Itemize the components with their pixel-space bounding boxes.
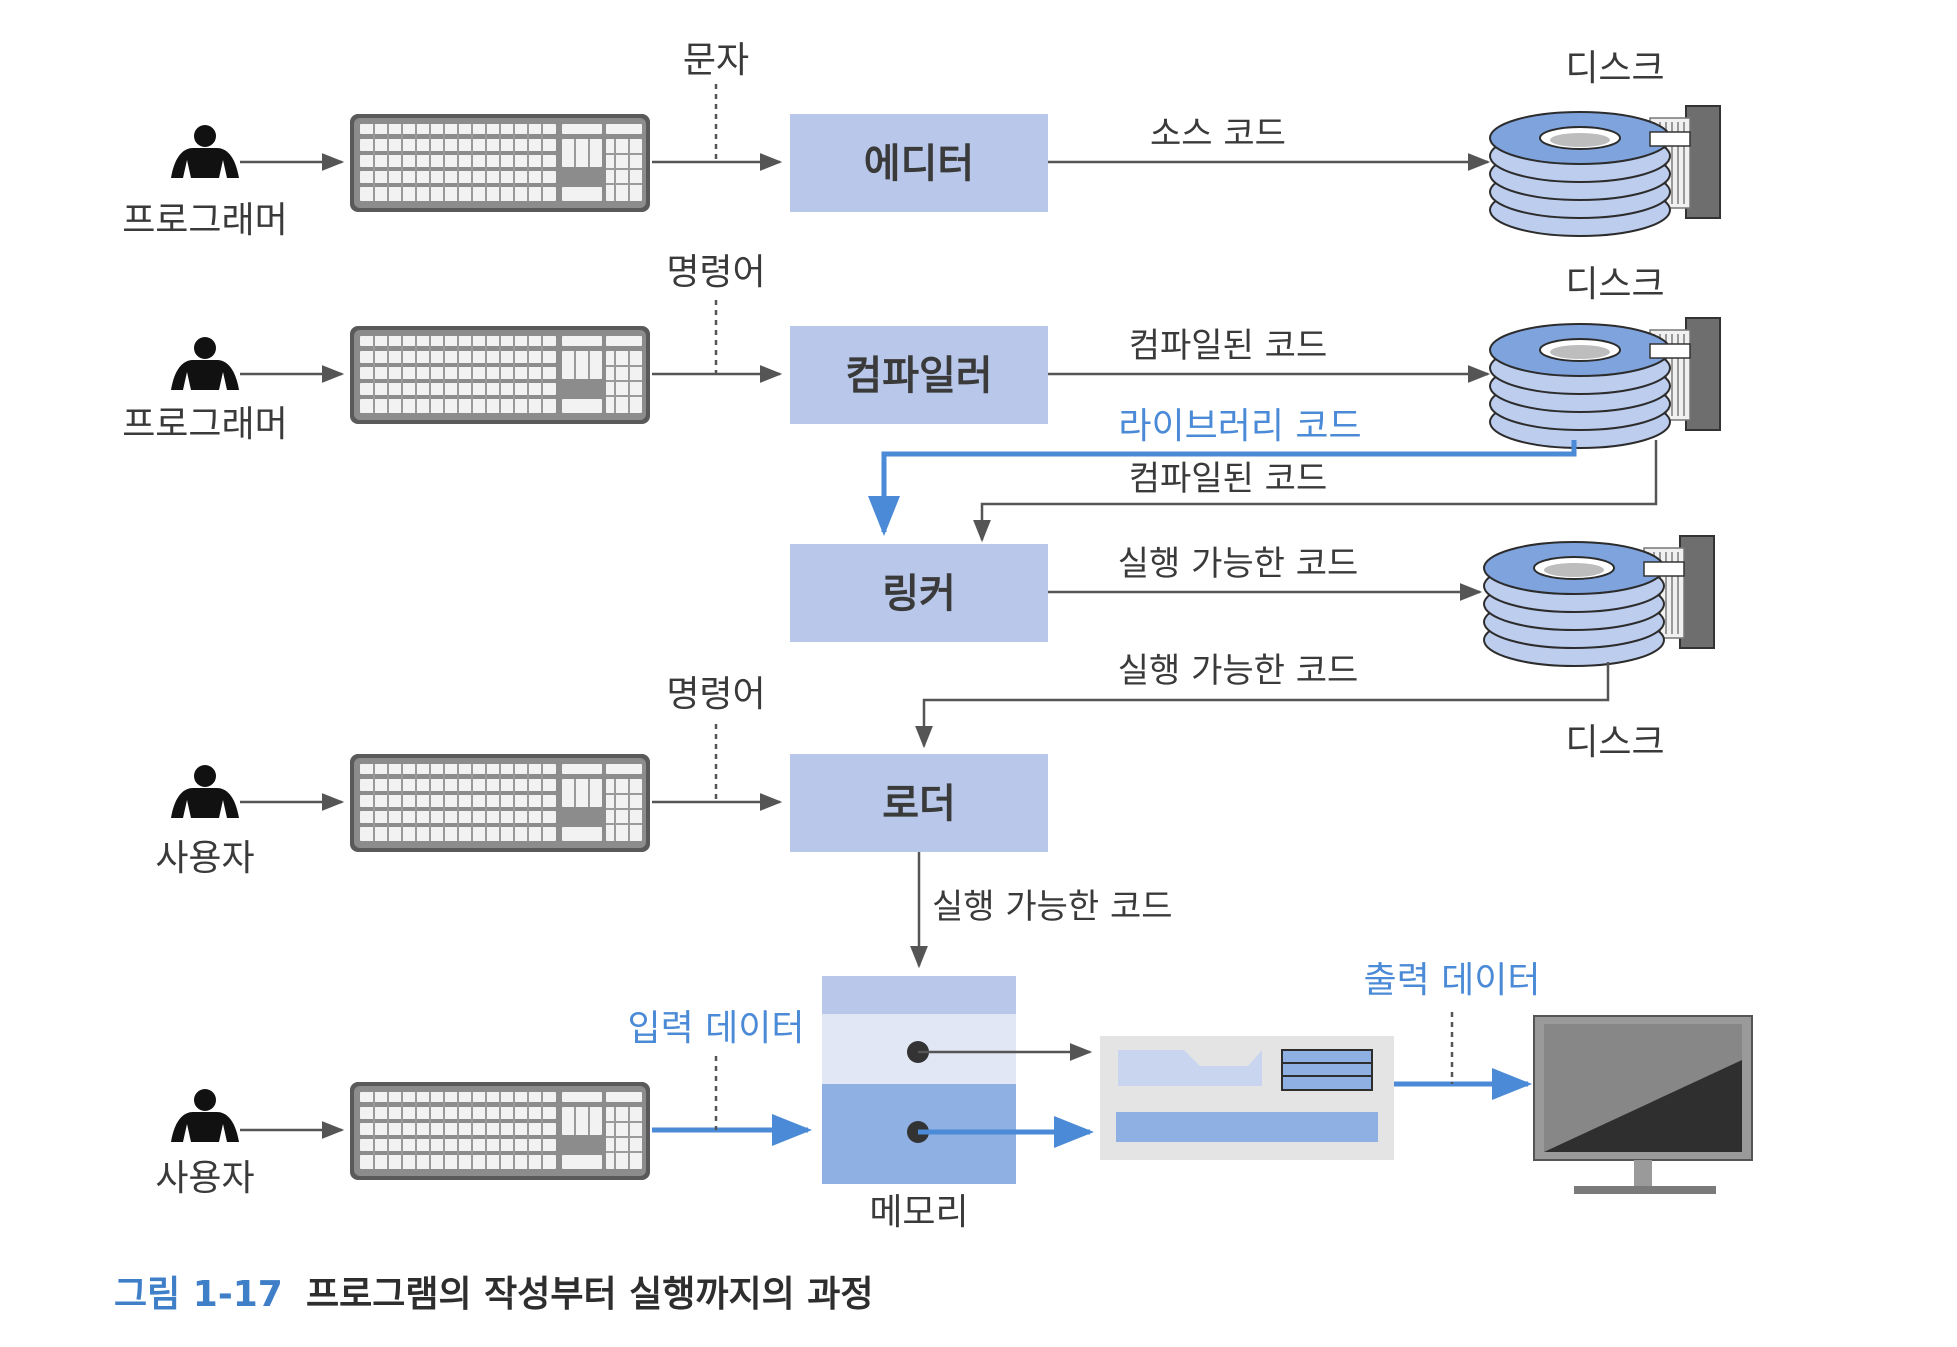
flow-label: 라이브러리 코드: [1118, 406, 1361, 447]
annotation-label: 명령어: [666, 674, 765, 715]
annotation-label: 출력 데이터: [1363, 960, 1540, 1001]
linker-label: 링커: [882, 571, 956, 617]
memory-label: 메모리: [869, 1192, 968, 1233]
flow-label: 컴파일된 코드: [1129, 459, 1328, 499]
keyboard-icon: [349, 113, 651, 213]
programmer-icon: [171, 337, 239, 390]
linker-box: [790, 544, 1048, 642]
actor-label: 프로그래머: [122, 200, 288, 241]
editor-box: [790, 114, 1048, 212]
keyboard-icon: [349, 325, 651, 425]
annotation-label: 명령어: [666, 252, 765, 293]
compiler-label: 컴파일러: [845, 353, 992, 399]
user-icon: [171, 1089, 239, 1142]
memory-block: [822, 976, 1016, 1184]
editor-label: 에디터: [864, 141, 974, 187]
actor-label: 사용자: [155, 838, 254, 879]
actor-label: 사용자: [155, 1158, 254, 1199]
figure-caption: 그림 1-17 프로그램의 작성부터 실행까지의 과정: [114, 1274, 874, 1315]
compiler-box: [790, 326, 1048, 424]
annotation-label: 입력 데이터: [627, 1008, 804, 1049]
disk-label: 디스크: [1565, 48, 1664, 89]
programmer-icon: [171, 125, 239, 178]
user-icon: [171, 765, 239, 818]
disk-icon: [1483, 535, 1715, 667]
monitor-icon: [1533, 1015, 1753, 1194]
caption-text: 프로그램의 작성부터 실행까지의 과정: [306, 1274, 874, 1315]
loader-box: [790, 754, 1048, 852]
flow-label: 실행 가능한 코드: [932, 887, 1173, 927]
disk-icon: [1489, 105, 1721, 237]
flow-label: 컴파일된 코드: [1129, 326, 1328, 366]
annotation-label: 문자: [683, 40, 749, 81]
loader-label: 로더: [882, 781, 956, 827]
actor-label: 프로그래머: [122, 404, 288, 445]
caption-number: 그림 1-17: [114, 1274, 283, 1315]
flow-label: 실행 가능한 코드: [1118, 544, 1359, 584]
disk-label: 디스크: [1565, 722, 1664, 763]
disk-icon: [1489, 317, 1721, 449]
flow-label: 실행 가능한 코드: [1118, 651, 1359, 691]
flow-label: 소스 코드: [1150, 114, 1286, 154]
keyboard-icon: [349, 753, 651, 853]
processor-icon: [1100, 1036, 1394, 1160]
keyboard-icon: [349, 1081, 651, 1181]
disk-label: 디스크: [1565, 264, 1664, 305]
